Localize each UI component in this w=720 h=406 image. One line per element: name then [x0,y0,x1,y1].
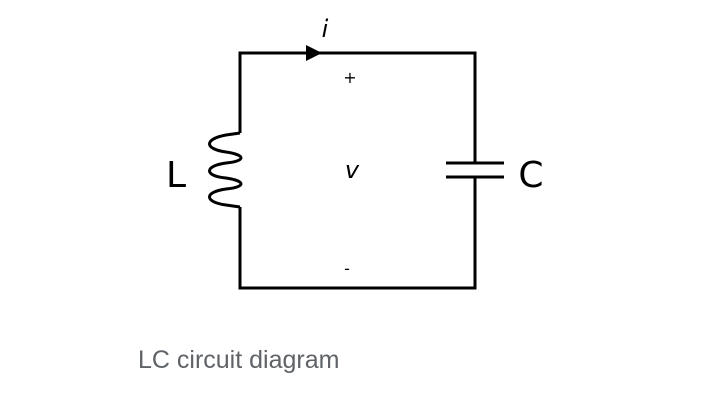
image-caption: LC circuit diagram [138,346,340,374]
current-arrow-icon [306,45,322,61]
inductor-label: L [166,155,186,196]
capacitor-label: C [518,155,543,196]
plus-label: + [343,68,356,87]
lc-circuit-diagram: L C i v + - [166,15,544,290]
inductor-coil [208,131,243,209]
current-label: i [322,15,329,43]
minus-label: - [344,259,350,278]
voltage-label: v [345,156,360,184]
